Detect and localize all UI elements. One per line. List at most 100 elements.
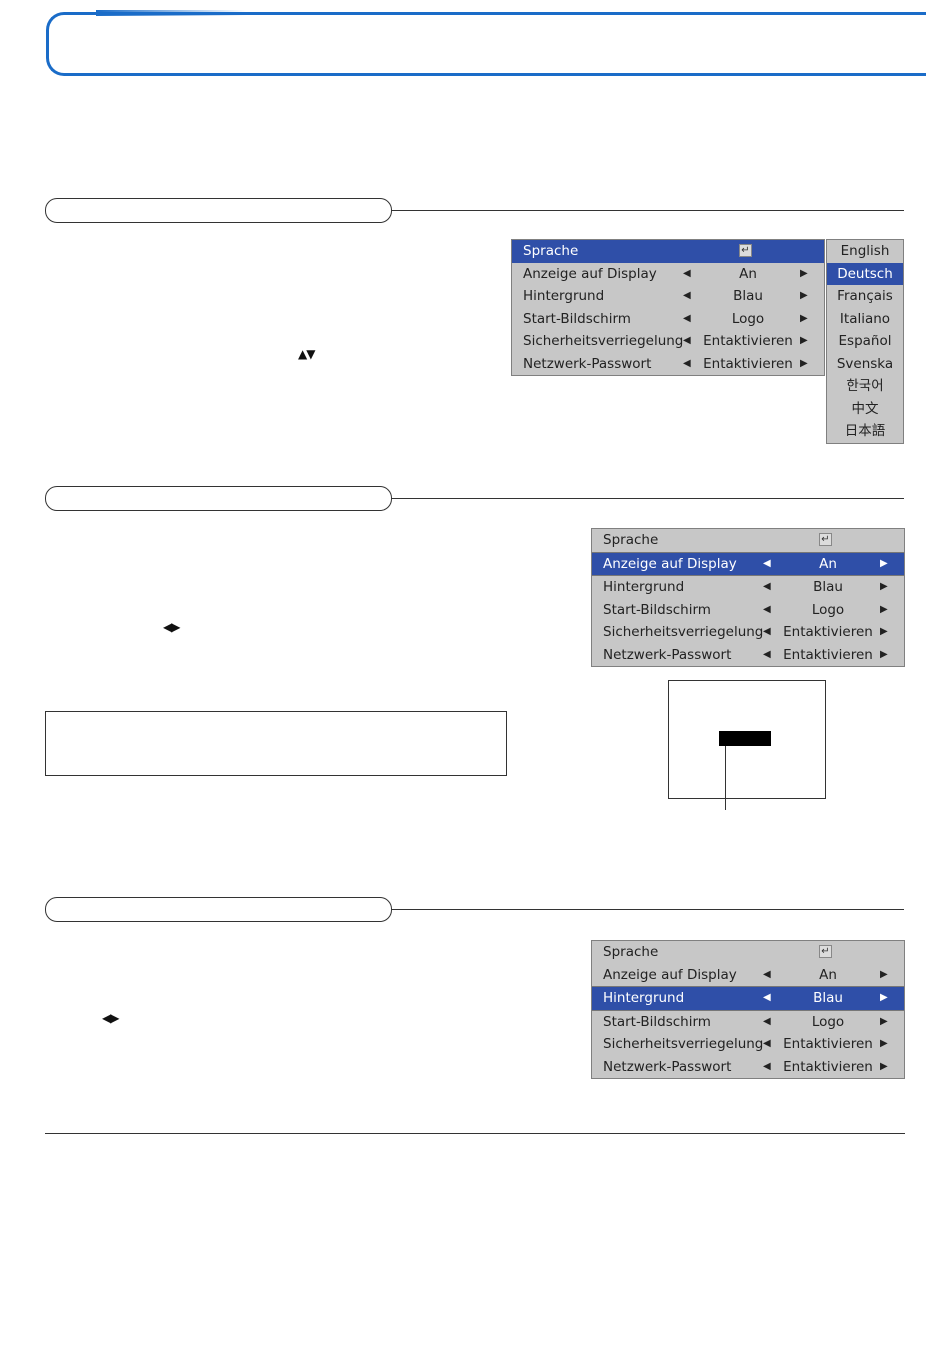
right-arrow-icon[interactable]: ▶ [880, 1015, 888, 1027]
menu-row-3[interactable]: Start-Bildschirm◀Logo▶ [592, 1011, 904, 1034]
left-arrow-icon[interactable]: ◀ [763, 1060, 771, 1072]
menu-separator [592, 1009, 904, 1011]
menu-separator [592, 575, 904, 576]
left-arrow-icon[interactable]: ◀ [763, 992, 771, 1003]
menu-row-label: Anzeige auf Display [603, 966, 737, 983]
right-arrow-icon[interactable]: ▶ [880, 992, 888, 1003]
menu-row-label: Anzeige auf Display [523, 265, 657, 282]
right-arrow-icon[interactable]: ▶ [880, 626, 888, 637]
menu-row-4[interactable]: Sicherheitsverriegelung◀ Entaktivieren ▶ [592, 621, 904, 644]
left-arrow-icon[interactable]: ◀ [763, 626, 771, 637]
right-arrow-icon[interactable]: ▶ [880, 1060, 888, 1072]
footer-rule [45, 1133, 905, 1134]
left-arrow-icon[interactable]: ◀ [763, 603, 771, 615]
left-arrow-icon[interactable]: ◀ [763, 1015, 771, 1027]
left-arrow-icon[interactable]: ◀ [763, 968, 771, 980]
menu-row-1[interactable]: Anzeige auf Display ◀ An ▶ [592, 964, 904, 987]
right-arrow-icon[interactable]: ▶ [880, 968, 888, 980]
language-option[interactable]: Italiano [839, 310, 891, 327]
menu-row-label: Anzeige auf Display [603, 555, 737, 572]
menu-row-value: An [739, 265, 757, 282]
right-arrow-icon[interactable]: ▶ [880, 581, 888, 592]
language-option[interactable]: English [840, 243, 890, 259]
menu-row-value: Entaktivieren [703, 355, 793, 372]
left-arrow-icon[interactable]: ◀ [683, 267, 691, 279]
menu-separator [592, 986, 904, 987]
menu-row-value: Entaktivieren [783, 624, 873, 640]
language-option[interactable]: Español [838, 333, 892, 349]
menu-row-value: Logo [811, 601, 845, 618]
language-option[interactable]: Français [837, 288, 893, 304]
menu-row-label: Sprache [603, 532, 659, 548]
menu-row-value: Entaktivieren [783, 646, 873, 663]
language-option[interactable]: Svenska [836, 355, 894, 372]
note-box [45, 711, 507, 776]
menu-row-0[interactable]: Sprache ↵ [592, 941, 904, 964]
menu-row-1[interactable]: Anzeige auf Display◀An▶ [592, 552, 904, 575]
language-option[interactable]: 日本語 [844, 423, 886, 439]
osd-menu-background: Sprache↵Anzeige auf Display◀An▶Hintergru… [591, 940, 905, 1079]
right-arrow-icon[interactable]: ▶ [800, 267, 808, 279]
menu-row-5[interactable]: Netzwerk-Passwort◀Entaktivieren▶ [512, 353, 824, 376]
left-arrow-icon[interactable]: ◀ [683, 312, 691, 324]
left-arrow-icon[interactable]: ◀ [683, 290, 691, 301]
language-option[interactable]: 中文 [851, 400, 879, 417]
title-accent-bar [96, 10, 246, 16]
menu-row-4[interactable]: Sicherheitsverriegelung◀Entaktivieren▶ [512, 330, 824, 353]
language-option[interactable]: 한국어 [846, 378, 884, 394]
menu-separator [592, 551, 904, 553]
menu-row-0[interactable]: Sprache↵ [592, 529, 904, 552]
enter-icon: ↵ [739, 244, 752, 257]
left-arrow-icon[interactable]: ◀ [683, 335, 691, 346]
right-arrow-icon[interactable]: ▶ [800, 357, 808, 369]
osd-menu-display: Sprache↵Anzeige auf Display◀An▶Hintergru… [591, 528, 905, 667]
menu-row-value: Blau [813, 990, 843, 1006]
menu-row-1[interactable]: Anzeige auf Display ◀ An ▶ [512, 263, 824, 286]
menu-row-value: Entaktivieren [783, 1036, 873, 1052]
menu-row-value: An [819, 966, 837, 983]
menu-row-5[interactable]: Netzwerk-Passwort ◀ Entaktivieren ▶ [592, 644, 904, 667]
left-arrow-icon[interactable]: ◀ [763, 581, 771, 592]
section-rule-1 [392, 210, 904, 211]
menu-row-label: Start-Bildschirm [603, 601, 711, 618]
menu-row-2[interactable]: Hintergrund ◀ Blau ▶ [592, 576, 904, 599]
menu-row-2[interactable]: Hintergrund ◀ Blau ▶ [512, 285, 824, 308]
menu-row-label: Hintergrund [523, 288, 605, 304]
menu-row-3[interactable]: Start-Bildschirm◀Logo▶ [512, 308, 824, 331]
menu-row-value: Blau [733, 288, 763, 304]
right-arrow-icon[interactable]: ▶ [880, 1038, 888, 1049]
language-option[interactable]: Deutsch [827, 262, 903, 285]
right-arrow-icon[interactable]: ▶ [800, 335, 808, 346]
menu-row-label: Netzwerk-Passwort [603, 646, 732, 663]
left-right-arrows-icon: ◀▶ [163, 620, 180, 634]
osd-menu-language: Sprache↵Anzeige auf Display◀An▶Hintergru… [511, 239, 825, 376]
right-arrow-icon[interactable]: ▶ [880, 648, 888, 660]
menu-row-value: Logo [731, 310, 765, 327]
right-arrow-icon[interactable]: ▶ [800, 312, 808, 324]
menu-row-value: Entaktivieren [783, 1058, 873, 1075]
menu-row-label: Hintergrund [603, 579, 685, 595]
menu-row-label: Sicherheitsverriegelung [603, 1036, 764, 1052]
right-arrow-icon[interactable]: ▶ [880, 603, 888, 615]
menu-row-label: Hintergrund [603, 990, 685, 1006]
menu-row-5[interactable]: Netzwerk-Passwort ◀ Entaktivieren ▶ [592, 1056, 904, 1079]
left-arrow-icon[interactable]: ◀ [763, 1038, 771, 1049]
right-arrow-icon[interactable]: ▶ [800, 290, 808, 301]
menu-row-value: Logo [811, 1013, 845, 1030]
enter-icon: ↵ [819, 945, 832, 958]
menu-row-label: Netzwerk-Passwort [603, 1058, 732, 1075]
left-arrow-icon[interactable]: ◀ [763, 648, 771, 660]
right-arrow-icon[interactable]: ▶ [880, 557, 888, 569]
left-arrow-icon[interactable]: ◀ [763, 557, 771, 569]
menu-row-label: Sprache [603, 944, 659, 960]
menu-row-0[interactable]: Sprache↵ [512, 240, 824, 263]
menu-row-label: Sicherheitsverriegelung [603, 624, 764, 640]
left-right-arrows-icon-2: ◀▶ [102, 1011, 119, 1025]
menu-row-value: Blau [813, 579, 843, 595]
left-arrow-icon[interactable]: ◀ [683, 357, 691, 369]
menu-row-value: Entaktivieren [703, 333, 793, 349]
menu-row-4[interactable]: Sicherheitsverriegelung◀ Entaktivieren ▶ [592, 1033, 904, 1056]
menu-row-3[interactable]: Start-Bildschirm ◀ Logo ▶ [592, 599, 904, 622]
menu-row-2[interactable]: Hintergrund ◀ Blau ▶ [592, 987, 904, 1010]
